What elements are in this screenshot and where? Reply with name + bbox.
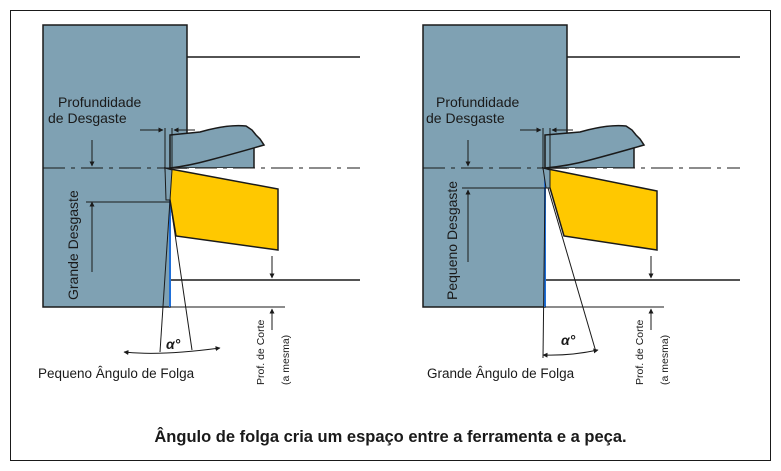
left-panel: Profundidade de Desgaste Grande Desgaste… (38, 24, 367, 385)
cut-depth-label-right-1: Prof. de Corte (634, 319, 646, 385)
wear-label-right: Pequeno Desgaste (444, 181, 460, 300)
wear-depth-label-right-2: de Desgaste (426, 110, 505, 126)
cut-depth-label-left-2: (a mesma) (280, 335, 292, 385)
angle-label-right: α° (561, 332, 576, 348)
chip-left (169, 124, 266, 169)
bottom-label-left: Pequeno Ângulo de Folga (38, 366, 195, 381)
angle-label-left: α° (166, 336, 181, 352)
wear-depth-label-right-1: Profundidade (436, 94, 520, 110)
wear-depth-label-left-1: Profundidade (58, 94, 142, 110)
wear-depth-label-left-2: de Desgaste (48, 110, 127, 126)
chip-right (544, 124, 646, 169)
wear-label-left: Grande Desgaste (65, 190, 81, 300)
right-panel: Profundidade de Desgaste Pequeno Desgast… (422, 24, 747, 385)
figure-caption: Ângulo de folga cria um espaço entre a f… (154, 428, 627, 446)
cut-depth-label-left-1: Prof. de Corte (255, 319, 267, 385)
bottom-label-right: Grande Ângulo de Folga (427, 366, 575, 381)
cut-depth-label-right-2: (a mesma) (659, 335, 671, 385)
